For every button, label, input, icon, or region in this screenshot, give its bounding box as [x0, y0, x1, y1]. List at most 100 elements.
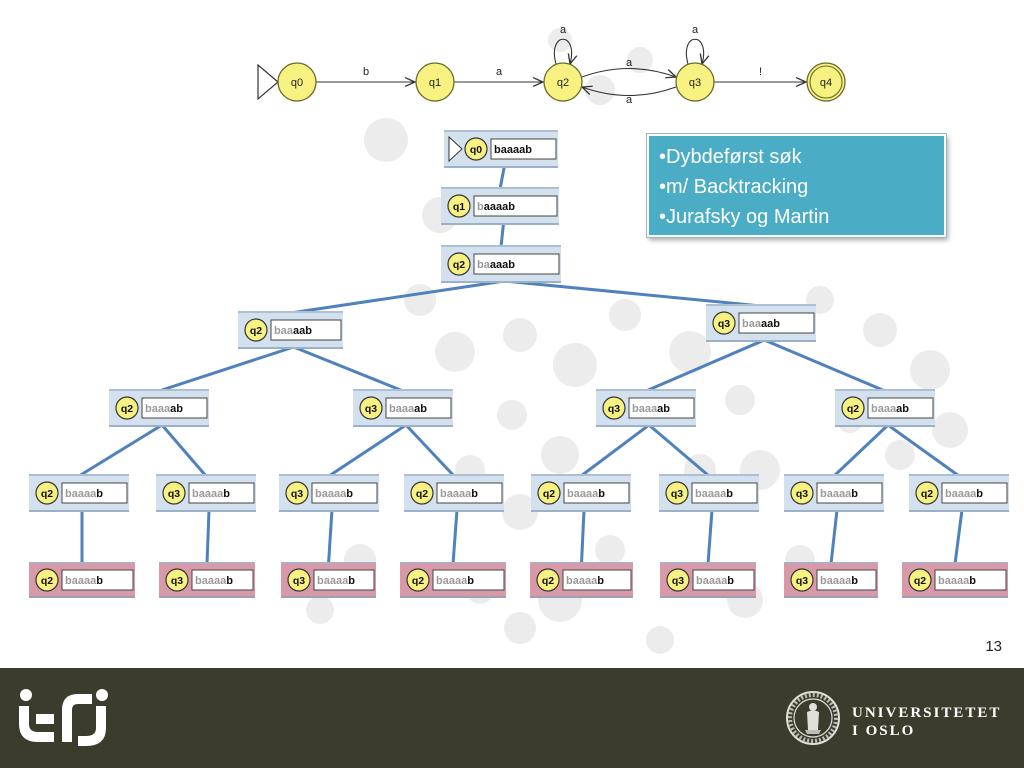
institution-name: UNIVERSITETET I OSLO — [852, 704, 1001, 740]
node-tape-text: baaaab — [477, 259, 515, 271]
automaton-state-q4: q4 — [806, 62, 846, 102]
node-state-circle — [244, 318, 268, 342]
node-state-circle — [285, 481, 309, 505]
node-state-label: q2 — [914, 575, 926, 587]
node-tape-box — [692, 569, 755, 591]
node-tape-text: baaaab — [566, 575, 604, 587]
automaton-state-label: q0 — [291, 77, 303, 89]
tree-edge — [160, 424, 208, 477]
node-state-circle — [115, 396, 139, 420]
node-tape-text: baaaab — [274, 325, 312, 337]
institution-line-2: I OSLO — [852, 723, 916, 739]
decor-circle-6 — [497, 400, 527, 430]
decor-circle-25 — [306, 596, 334, 624]
transition-q2-q2-label: a — [560, 24, 567, 36]
tree-edge — [498, 165, 506, 190]
decor-circle-14 — [595, 535, 625, 565]
node-state-label: q2 — [41, 488, 53, 500]
node-tape-text: baaaab — [820, 575, 858, 587]
node-state-circle — [162, 481, 186, 505]
node-state-circle — [537, 481, 561, 505]
automaton-state-q3: q3 — [675, 62, 715, 102]
node-tape-text: baaaab — [436, 575, 474, 587]
node-tape-box — [738, 312, 815, 334]
tree-edges — [78, 165, 964, 565]
node-tape-text: baaaab — [477, 201, 515, 213]
node-tape-text: baaaab — [195, 575, 233, 587]
node-tape-box — [385, 397, 452, 419]
node-state-circle — [790, 568, 814, 592]
footer-bar: UNIVERSITETET I OSLO — [0, 668, 1024, 768]
node-state-label: q1 — [453, 201, 465, 213]
automaton-state-label: q1 — [429, 77, 441, 89]
node-tape-box — [691, 482, 758, 504]
node-tape-box — [816, 569, 877, 591]
tree-edge — [499, 222, 506, 248]
callout-item-reference: •Jurafsky og Martin — [659, 206, 830, 228]
tree-node: q2 baaaab — [109, 389, 209, 427]
node-tape-text: baaaab — [695, 488, 733, 500]
decor-circle-13 — [502, 494, 538, 530]
node-tape-box — [436, 482, 503, 504]
automaton-state-q0: q0 — [277, 62, 317, 102]
node-state-circle — [666, 568, 690, 592]
callout-item-depth-first: •Dybdeførst søk — [659, 146, 802, 168]
university-seal-icon — [786, 691, 840, 745]
decor-circle-22 — [885, 440, 915, 470]
node-tape-text: baaaab — [389, 403, 427, 415]
node-state-circle — [790, 481, 814, 505]
decor-circle-3 — [435, 332, 475, 372]
node-tape-text: baaaab — [742, 318, 780, 330]
node-tape-text: baaaab — [145, 403, 183, 415]
automaton-state-q2: q2 — [543, 62, 583, 102]
transition-q3-q4-label: ! — [759, 66, 762, 78]
tree-edge — [829, 509, 839, 565]
node-state-circle — [447, 252, 471, 276]
node-tape-box — [432, 569, 505, 591]
decor-circle-8 — [609, 299, 641, 331]
node-state-label: q2 — [847, 403, 859, 415]
node-state-label: q2 — [121, 403, 133, 415]
transition-q3-q3 — [685, 38, 703, 64]
node-tape-box — [61, 569, 134, 591]
automaton-state-q1: q1 — [415, 62, 455, 102]
node-state-label: q3 — [796, 488, 808, 500]
tree-edge — [645, 338, 765, 393]
tree-edge — [504, 279, 762, 308]
node-state-circle — [915, 481, 939, 505]
decor-circle-20 — [863, 313, 897, 347]
node-state-label: q2 — [416, 488, 428, 500]
node-state-circle — [287, 568, 311, 592]
transition-q2-q3-label: a — [626, 57, 633, 69]
node-state-circle — [908, 568, 932, 592]
decor-circle-23 — [932, 412, 968, 448]
node-tape-text: baaaab — [192, 488, 230, 500]
start-marker — [448, 135, 463, 163]
node-state-label: q2 — [921, 488, 933, 500]
tree-node: q3 baaaab — [156, 474, 256, 512]
decor-circle-21 — [910, 350, 950, 390]
callout-item-backtracking: •m/ Backtracking — [659, 176, 809, 198]
node-state-label: q2 — [250, 325, 262, 337]
tree-edge — [293, 345, 404, 393]
info-callout: •Dybdeførst søk •m/ Backtracking •Jurafs… — [647, 134, 946, 237]
automaton-state-label: q4 — [820, 77, 832, 89]
decor-circle-29 — [627, 47, 653, 73]
node-state-label: q2 — [542, 575, 554, 587]
automaton-state-label: q3 — [689, 77, 701, 89]
node-state-circle — [665, 481, 689, 505]
node-tape-box — [628, 397, 695, 419]
decor-circle-9 — [669, 331, 711, 373]
tree-edge — [78, 423, 163, 478]
tree-edge — [763, 338, 886, 393]
node-state-circle — [359, 396, 383, 420]
background-decoration — [306, 28, 968, 654]
node-state-circle — [35, 568, 59, 592]
node-state-label: q3 — [168, 488, 180, 500]
